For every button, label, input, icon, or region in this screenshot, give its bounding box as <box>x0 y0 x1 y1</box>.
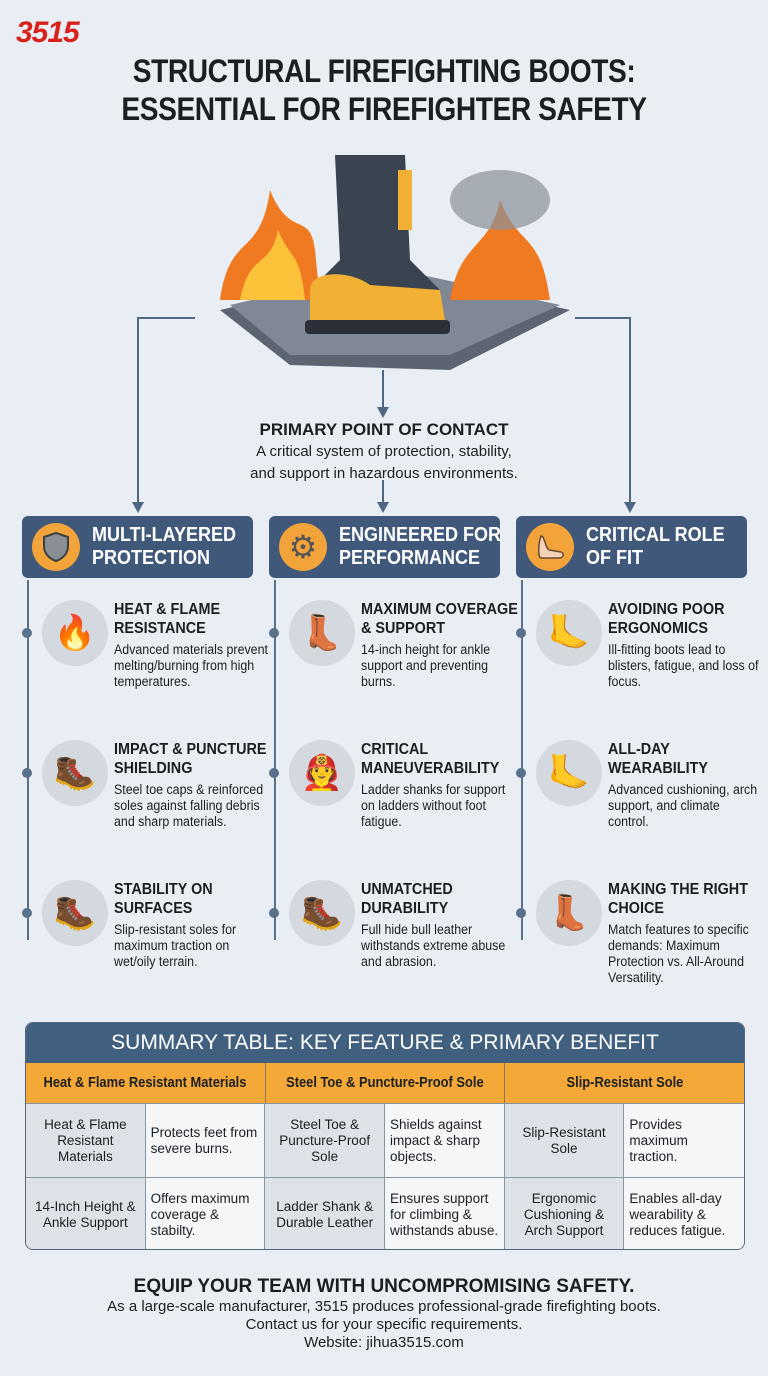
feature-text: Steel toe caps & reinforced soles agains… <box>114 782 264 829</box>
feature-title: AVOIDING POOR ERGONOMICS <box>608 601 725 637</box>
flow-connectors <box>132 317 636 513</box>
slip-resistant-sole-icon: 🥾 <box>42 880 108 946</box>
feature-text: Ill-fitting boots lead to blisters, fati… <box>608 642 759 689</box>
feature-title: MAKING THE RIGHT CHOICE <box>608 881 748 917</box>
boot-pair-icon: 👢 <box>536 880 602 946</box>
summary-table: SUMMARY TABLE: KEY FEATURE & PRIMARY BEN… <box>25 1022 745 1250</box>
feature-title: MAXIMUM COVERAGE & SUPPORT <box>361 601 518 637</box>
steel-toe-boot-icon: 🥾 <box>42 740 108 806</box>
feature-title: ALL-DAY WEARABILITY <box>608 741 708 777</box>
feature-text: Advanced materials prevent melting/burni… <box>114 642 268 689</box>
feature-title: UNMATCHED DURABILITY <box>361 881 453 917</box>
burning-boot-illustration <box>220 155 570 370</box>
leather-boot-icon: 🥾 <box>289 880 355 946</box>
timeline-dot <box>269 908 279 918</box>
timeline-line <box>521 580 523 940</box>
timeline-dot <box>22 768 32 778</box>
timeline-dot <box>22 628 32 638</box>
tall-boot-icon: 👢 <box>289 600 355 666</box>
timeline-line <box>274 580 276 940</box>
timeline-dot <box>516 768 526 778</box>
cushioned-insole-icon: 🦶 <box>536 740 602 806</box>
table-title: SUMMARY TABLE: KEY FEATURE & PRIMARY BEN… <box>26 1023 744 1063</box>
feature-text: 14-inch height for ankle support and pre… <box>361 642 491 689</box>
feature-title: CRITICAL MANEUVERABILITY <box>361 741 500 777</box>
timeline-dot <box>22 908 32 918</box>
timeline-dot <box>269 768 279 778</box>
timeline-dot <box>516 628 526 638</box>
firefighter-ladder-icon: 🧑‍🚒 <box>289 740 355 806</box>
footer: EQUIP YOUR TEAM WITH UNCOMPROMISING SAFE… <box>0 1276 768 1352</box>
flame-thermometer-icon: 🔥 <box>42 600 108 666</box>
table-header: Heat & Flame Resistant Materials <box>26 1063 266 1103</box>
section-heading: PRIMARY POINT OF CONTACT <box>259 420 509 439</box>
primary-contact-section: PRIMARY POINT OF CONTACT A critical syst… <box>0 420 768 484</box>
feature-text: Ladder shanks for support on ladders wit… <box>361 782 506 829</box>
foot-icon <box>526 523 574 571</box>
blistered-foot-icon: 🦶 <box>536 600 602 666</box>
gear-icon: ⚙ <box>279 523 327 571</box>
shield-icon <box>32 523 80 571</box>
feature-title: STABILITY ON SURFACES <box>114 881 213 917</box>
logo: 3515 <box>16 16 80 49</box>
feature-text: Advanced cushioning, arch support, and c… <box>608 782 758 829</box>
feature-text: Full hide bull leather withstands extrem… <box>361 922 506 969</box>
table-header: Slip-Resistant Sole <box>566 1074 684 1091</box>
timeline-line <box>27 580 29 940</box>
table-header: Steel Toe & Puncture-Proof Sole <box>266 1063 506 1103</box>
feature-title: HEAT & FLAME RESISTANCE <box>114 601 221 637</box>
timeline-dot <box>516 908 526 918</box>
feature-text: Slip-resistant soles for maximum tractio… <box>114 922 237 969</box>
footer-heading: EQUIP YOUR TEAM WITH UNCOMPROMISING SAFE… <box>133 1276 635 1297</box>
feature-title: IMPACT & PUNCTURE SHIELDING <box>114 741 267 777</box>
website-link[interactable]: Website: jihua3515.com <box>304 1334 464 1351</box>
timeline-dot <box>269 628 279 638</box>
feature-text: Match features to specific demands: Maxi… <box>608 922 749 985</box>
page-title: STRUCTURAL FIREFIGHTING BOOTS: ESSENTIAL… <box>121 53 647 127</box>
